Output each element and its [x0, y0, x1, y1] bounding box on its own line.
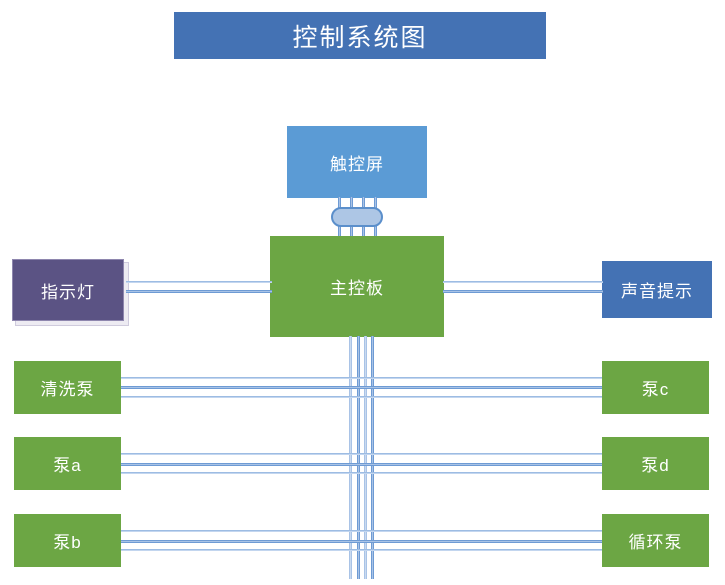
node-right-pump-1-label: 泵d: [641, 456, 670, 475]
ribbon-connector-icon: [331, 207, 383, 227]
wire-pump-row-0-b: [121, 386, 602, 389]
node-left-pump-0-label: 清洗泵: [40, 380, 95, 399]
node-touchscreen-label: 触控屏: [330, 154, 384, 174]
node-controller-label: 主控板: [330, 279, 384, 298]
wire-main-bus-4: [371, 336, 374, 579]
wire-main-bus-2: [357, 336, 360, 579]
node-indicator-light[interactable]: 指示灯: [12, 259, 124, 321]
node-left-pump-0[interactable]: 清洗泵: [14, 361, 121, 414]
page-title: 控制系统图: [174, 12, 546, 59]
wire-main-bus-3: [364, 336, 367, 579]
node-sound-prompt-label: 声音提示: [621, 282, 693, 301]
wire-pump-row-2-b: [121, 540, 602, 543]
wire-pump-row-2-a: [121, 530, 602, 532]
node-sound-prompt[interactable]: 声音提示: [602, 261, 712, 318]
node-left-pump-1[interactable]: 泵a: [14, 437, 121, 490]
wire-indicator-1: [126, 281, 272, 283]
wire-pump-row-0-a: [121, 377, 602, 379]
wire-indicator-2: [126, 290, 272, 293]
wire-pump-row-1-c: [121, 472, 602, 474]
node-right-pump-0-label: 泵c: [641, 380, 670, 399]
node-indicator-light-label: 指示灯: [41, 282, 95, 302]
wire-pump-row-1-a: [121, 453, 602, 455]
wire-sound-1: [443, 281, 603, 283]
node-right-pump-0[interactable]: 泵c: [602, 361, 709, 414]
node-right-pump-2[interactable]: 循环泵: [602, 514, 709, 567]
wire-main-bus-1: [349, 336, 352, 579]
node-left-pump-2[interactable]: 泵b: [14, 514, 121, 567]
node-left-pump-1-label: 泵a: [53, 456, 82, 475]
node-controller[interactable]: 主控板: [270, 236, 444, 337]
wire-pump-row-0-c: [121, 396, 602, 398]
node-right-pump-1[interactable]: 泵d: [602, 437, 709, 490]
wire-pump-row-2-c: [121, 549, 602, 551]
node-right-pump-2-label: 循环泵: [628, 533, 683, 552]
node-touchscreen[interactable]: 触控屏: [287, 126, 427, 198]
wire-pump-row-1-b: [121, 463, 602, 466]
wire-sound-2: [443, 290, 603, 293]
node-left-pump-2-label: 泵b: [53, 533, 82, 552]
